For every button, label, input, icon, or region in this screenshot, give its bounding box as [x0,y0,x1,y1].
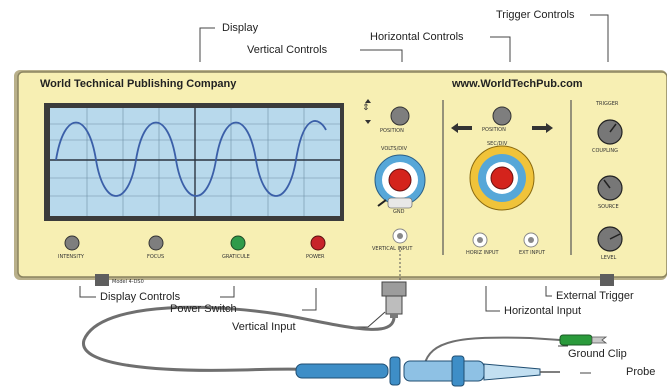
horizontal-section [451,106,553,248]
probe-barrel [403,360,485,382]
vertical-input-label: VERTICAL INPUT [372,246,413,252]
probe-guard-left [389,356,401,386]
horiz-input-label: HORIZ INPUT [466,250,499,256]
focus-knob[interactable] [148,235,164,251]
company-name: World Technical Publishing Company [40,78,237,90]
source-pointer [603,179,611,189]
callout-vertical-controls: Vertical Controls [247,44,328,56]
probe[interactable] [295,355,560,387]
right-arrow-icon [532,123,553,133]
level-label: LEVEL [601,255,617,261]
horizontal-position-label: POSITION [482,127,506,133]
callout-horizontal-controls: Horizontal Controls [370,31,464,43]
horiz-input-jack-center [477,237,483,243]
graticule-label: GRATICULE [222,254,250,260]
top-callout-lines [199,14,609,62]
ground-clip[interactable] [559,334,593,346]
probe-handle [295,363,389,379]
ext-input-label: EXT INPUT [519,250,546,256]
screen-grid [50,108,340,216]
probe-cable [82,305,396,374]
level-pointer [609,233,621,240]
ground-clip-lead [423,336,561,367]
sec-div-knob[interactable] [490,166,514,190]
callout-power-switch: Power Switch [170,303,237,315]
website-label: www.WorldTechPub.com [452,78,583,90]
vertical-input-jack-center [397,233,403,239]
gnd-label: GND [393,209,405,215]
display-buttons [64,235,326,251]
callout-horizontal-input: Horizontal Input [504,305,582,317]
callout-external-trigger: External Trigger [556,290,634,302]
bnc-connector [381,281,407,318]
ground-clip-jaw [591,336,608,344]
source-label: SOURCE [598,204,619,210]
callout-display: Display [222,22,259,34]
callout-display-controls: Display Controls [100,291,181,303]
sec-div-label: SEC/DIV [487,141,508,147]
vertical-position-label: POSITION [380,128,404,134]
coupling-pointer [609,123,617,133]
model-label: Model 4-DS0 [112,279,144,285]
screen-axes [50,108,340,216]
vertical-position-knob[interactable] [390,106,410,126]
volts-div-pointer [377,199,387,207]
probe-guard-right [451,355,465,387]
horizontal-position-knob[interactable] [492,106,512,126]
trigger-label: TRIGGER [596,101,619,107]
power-button[interactable] [310,235,326,251]
sine-trace [55,120,327,197]
foot-left [95,274,109,286]
left-arrow-icon [451,123,472,133]
ext-input-jack-center [528,237,534,243]
trigger-section [597,119,623,252]
intensity-knob[interactable] [64,235,80,251]
intensity-label: INTENSITY [58,254,84,260]
volts-div-knob[interactable] [388,168,412,192]
graticule-button[interactable] [230,235,246,251]
callout-ground-clip: Ground Clip [568,348,627,360]
foot-right [600,274,614,286]
callout-trigger-controls: Trigger Controls [496,9,575,21]
vertical-section: ⇕ [362,99,426,244]
bottom-callout-lines [79,286,591,374]
probe-tip-body [483,363,541,381]
power-label: POWER [306,254,325,260]
gnd-switch[interactable] [387,197,413,209]
callout-probe: Probe [626,366,656,378]
callout-vertical-input: Vertical Input [232,321,296,333]
coupling-label: COUPLING [592,148,618,154]
volts-div-label: VOLTS/DIV [381,146,408,152]
focus-label: FOCUS [147,254,165,260]
panel-feet [95,274,614,286]
svg-text:⇕: ⇕ [362,103,370,113]
